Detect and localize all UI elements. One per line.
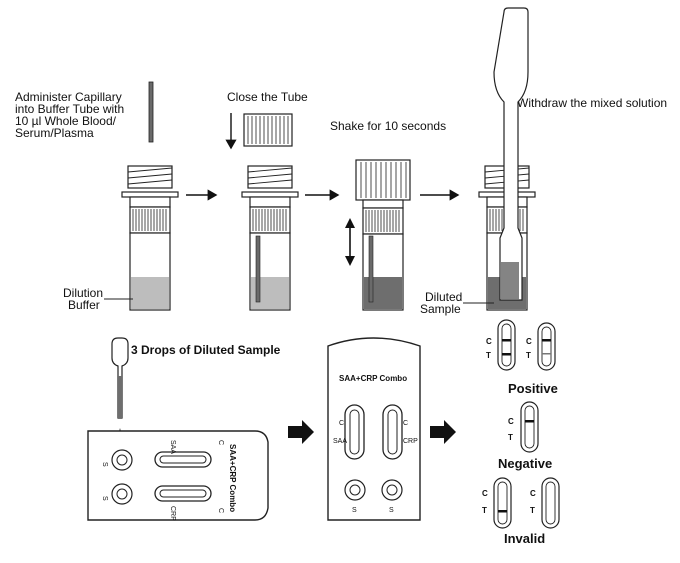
svg-text:C: C bbox=[217, 440, 224, 445]
shake-arrow-icon bbox=[345, 218, 355, 266]
cassette-title-front: SAA+CRP Combo bbox=[339, 374, 407, 383]
svg-text:C: C bbox=[508, 417, 514, 426]
withdraw-label: Withdraw the mixed solution bbox=[517, 96, 667, 110]
close-tube-label: Close the Tube bbox=[227, 90, 308, 104]
arrow-right-bold-icon bbox=[430, 420, 456, 444]
svg-text:S: S bbox=[101, 462, 108, 467]
administer-line-4: Serum/Plasma bbox=[15, 126, 94, 140]
administer-line-1: Administer Capillary bbox=[15, 90, 122, 104]
test-cassette-landscape: S S C C SAA CRP SAA+CRP Combo bbox=[87, 430, 269, 521]
svg-text:CRP: CRP bbox=[403, 438, 418, 445]
positive-label: Positive bbox=[508, 381, 558, 396]
svg-text:S: S bbox=[352, 507, 357, 514]
svg-text:C: C bbox=[339, 420, 344, 427]
result-positive: C T C T Positive bbox=[486, 319, 558, 396]
svg-text:C: C bbox=[217, 508, 224, 513]
tube-1 bbox=[121, 165, 179, 311]
svg-text:SAA: SAA bbox=[333, 438, 347, 445]
negative-label: Negative bbox=[498, 456, 552, 471]
svg-text:T: T bbox=[530, 506, 535, 515]
result-invalid: C T C T Invalid bbox=[482, 477, 560, 546]
svg-text:Dilution: Dilution bbox=[63, 286, 103, 300]
drops-label: 3 Drops of Diluted Sample bbox=[131, 343, 281, 357]
cap-icon bbox=[243, 113, 293, 147]
invalid-label: Invalid bbox=[504, 531, 545, 546]
test-cassette-front: SAA+CRP Combo C SAA C CRP S S bbox=[327, 337, 421, 521]
svg-text:T: T bbox=[486, 351, 491, 360]
svg-text:S: S bbox=[101, 496, 108, 501]
svg-text:C: C bbox=[482, 489, 488, 498]
administer-line-3: 10 µl Whole Blood/ bbox=[15, 114, 117, 128]
capillary-icon bbox=[148, 81, 154, 143]
shake-label: Shake for 10 seconds bbox=[330, 119, 446, 133]
svg-text:Sample: Sample bbox=[420, 302, 461, 316]
result-negative: C T Negative bbox=[498, 401, 552, 471]
pipette-icon bbox=[493, 7, 529, 301]
svg-text:C: C bbox=[403, 420, 408, 427]
step1-text: Administer Capillary into Buffer Tube wi… bbox=[15, 90, 124, 140]
svg-text:Buffer: Buffer bbox=[68, 298, 100, 312]
dilution-buffer-label: Dilution Buffer bbox=[63, 286, 133, 312]
diluted-sample-label: Diluted Sample bbox=[420, 290, 494, 316]
arrow-right-bold-icon bbox=[288, 420, 314, 444]
svg-text:C: C bbox=[530, 489, 536, 498]
svg-text:C: C bbox=[486, 337, 492, 346]
svg-text:S: S bbox=[389, 507, 394, 514]
buffer-liquid bbox=[131, 277, 169, 309]
tube-3 bbox=[355, 159, 411, 311]
svg-text:T: T bbox=[526, 351, 531, 360]
svg-text:SAA: SAA bbox=[169, 440, 176, 454]
administer-line-2: into Buffer Tube with bbox=[15, 102, 124, 116]
svg-text:C: C bbox=[526, 337, 532, 346]
cassette-title-side: SAA+CRP Combo bbox=[228, 444, 237, 512]
svg-text:T: T bbox=[482, 506, 487, 515]
svg-text:Diluted: Diluted bbox=[425, 290, 462, 304]
svg-text:CRP: CRP bbox=[169, 506, 176, 521]
svg-text:T: T bbox=[508, 433, 513, 442]
tube-2 bbox=[241, 165, 299, 311]
